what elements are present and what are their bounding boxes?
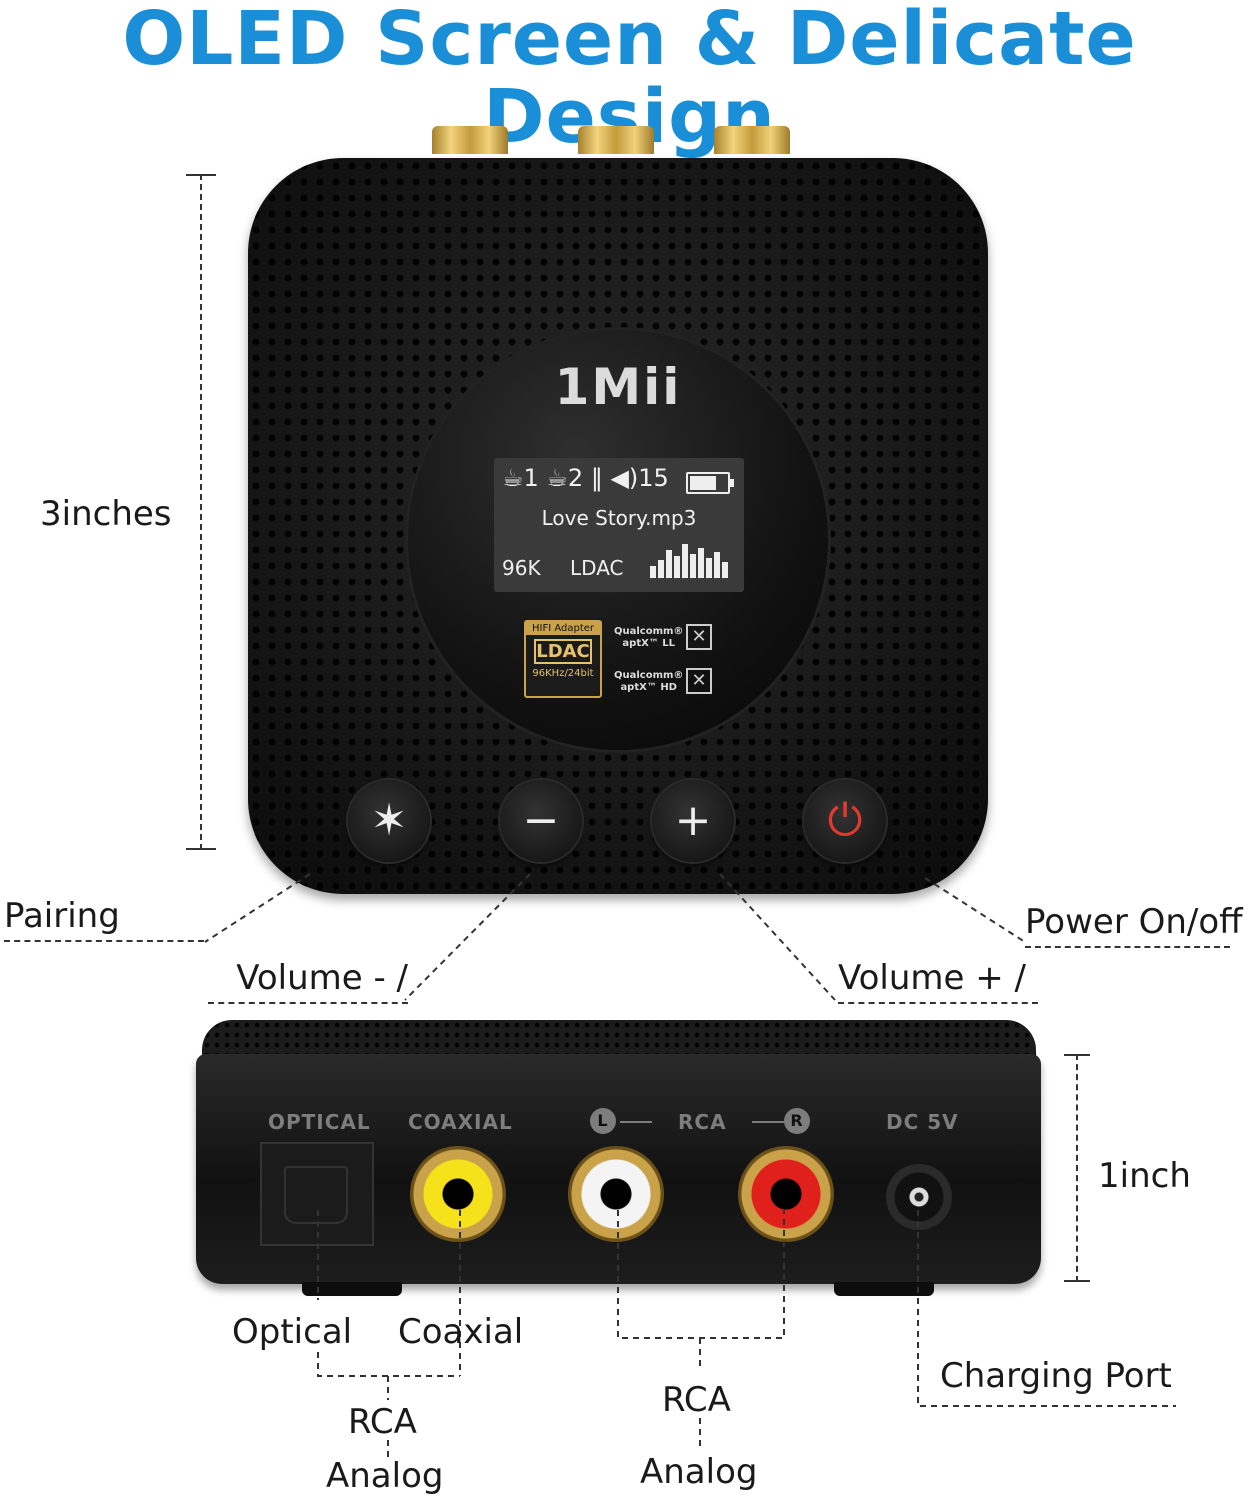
foot-left [302, 1282, 402, 1296]
volume-plus-callout: Volume + / [838, 958, 1038, 1004]
rca-analog-left-2: Analog [326, 1456, 444, 1496]
height-label: 3inches [40, 494, 172, 534]
page-title: OLED Screen & Delicate Design [122, 0, 1137, 160]
badge-footer: 96KHz/24bit [532, 668, 594, 679]
badge-header: HIFI Adapter [526, 622, 600, 635]
volume-down-button[interactable]: − [500, 780, 582, 862]
oled-sample-rate: 96K [502, 556, 541, 580]
volume-minus-callout: Volume - / [208, 958, 408, 1004]
power-icon: ⏻ [827, 795, 863, 846]
equalizer-icon [650, 544, 728, 578]
aptx-hd-icon: ✕ [686, 668, 712, 694]
rca-port-label: RCA [678, 1110, 727, 1134]
badge-main: LDAC [534, 639, 592, 664]
oled-status-line: ☕1 ☕2 ‖ ◀)15 [502, 464, 669, 492]
bluetooth-pairing-button[interactable]: ✶ [348, 780, 430, 862]
dc-charging-port[interactable] [886, 1164, 952, 1230]
optical-callout: Optical [232, 1312, 353, 1352]
rca-left-icon: L [590, 1108, 616, 1134]
optical-port[interactable] [260, 1142, 374, 1246]
oled-codec: LDAC [570, 556, 624, 580]
qualcomm-ll-line2: aptX™ LL [622, 638, 676, 649]
port-callout-lines [317, 1210, 1176, 1458]
optical-port-label: OPTICAL [268, 1110, 371, 1134]
coaxial-port-label: COAXIAL [408, 1110, 513, 1134]
bluetooth-icon: ✶ [370, 795, 408, 846]
brand-logo: 1Mii [554, 358, 682, 416]
ldac-badge: HIFI Adapter LDAC 96KHz/24bit [524, 620, 602, 698]
plus-icon: + [674, 795, 712, 846]
foot-right [834, 1282, 934, 1296]
depth-dimension-line [1064, 1054, 1090, 1282]
qualcomm-aptx-hd: Qualcomm® aptX™ HD [614, 670, 683, 694]
oled-song-title: Love Story.mp3 [541, 506, 697, 530]
rca-tops [0, 126, 1259, 160]
depth-label: 1inch [1098, 1156, 1191, 1196]
coaxial-callout: Coaxial [398, 1312, 524, 1352]
qualcomm-aptx-ll: Qualcomm® aptX™ LL [614, 626, 683, 650]
oled-screen: ☕1 ☕2 ‖ ◀)15 Love Story.mp3 96K LDAC [494, 458, 744, 592]
dc-port-label: DC 5V [886, 1110, 959, 1134]
aptx-ll-icon: ✕ [686, 624, 712, 650]
device-top-view: 1Mii ☕1 ☕2 ‖ ◀)15 Love Story.mp3 96K LDA… [248, 158, 988, 894]
volume-up-button[interactable]: + [652, 780, 734, 862]
coaxial-jack[interactable] [410, 1146, 506, 1242]
rca-analog-left-1: RCA [348, 1402, 417, 1442]
qualcomm-ll-line1: Qualcomm® [614, 626, 684, 637]
power-button[interactable]: ⏻ [804, 780, 886, 862]
screen-disc: 1Mii ☕1 ☕2 ‖ ◀)15 Love Story.mp3 96K LDA… [408, 330, 828, 750]
rca-analog-right-1: RCA [662, 1380, 731, 1420]
qualcomm-hd-line1: Qualcomm® [614, 670, 684, 681]
battery-icon [686, 472, 734, 494]
charging-port-callout: Charging Port [940, 1356, 1172, 1396]
pairing-callout: Pairing [4, 896, 204, 942]
minus-icon: − [522, 795, 560, 846]
rca-right-icon: R [784, 1108, 810, 1134]
rca-analog-right-2: Analog [640, 1452, 758, 1492]
height-dimension-line [186, 174, 216, 850]
button-callout-lines [204, 873, 1026, 1001]
qualcomm-hd-line2: aptX™ HD [620, 682, 677, 693]
power-callout: Power On/off [1025, 902, 1243, 948]
rca-right-jack[interactable] [738, 1146, 834, 1242]
rca-left-jack[interactable] [568, 1146, 664, 1242]
